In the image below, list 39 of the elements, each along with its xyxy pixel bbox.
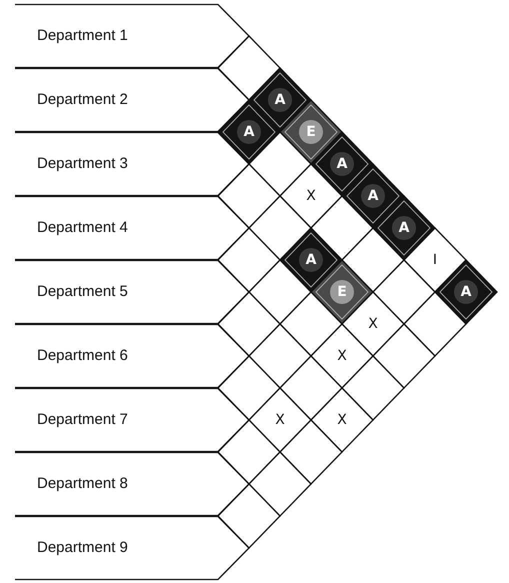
department-name: Department 4	[37, 219, 128, 237]
department-name: Department 1	[37, 27, 128, 45]
relationship-code: X	[368, 317, 378, 331]
relationship-code: X	[337, 349, 347, 363]
department-name: Department 8	[37, 475, 128, 493]
department-name: Department 9	[37, 539, 128, 557]
relationship-code: A	[244, 125, 254, 139]
department-name: Department 6	[37, 347, 128, 365]
relationship-code: X	[337, 413, 347, 427]
relationship-cell	[218, 228, 280, 292]
relationship-code: E	[337, 285, 347, 299]
relationship-cell	[311, 388, 373, 452]
relationship-code: A	[336, 157, 348, 171]
department-label-box	[15, 324, 249, 388]
department-name: Department 3	[37, 155, 128, 173]
relationship-cell	[218, 164, 280, 228]
relationship-cell	[249, 388, 311, 452]
relationship-code: I	[432, 253, 438, 267]
relationship-code: A	[398, 221, 410, 235]
relationship-code: A	[368, 189, 378, 203]
department-name: Department 5	[37, 283, 128, 301]
department-name: Department 7	[37, 411, 128, 429]
department-label-box	[15, 260, 249, 324]
relationship-code: A	[460, 285, 472, 299]
department-label-box	[15, 196, 249, 260]
relationship-code: X	[275, 413, 285, 427]
department-label-box	[15, 516, 249, 580]
department-label-box	[15, 388, 249, 452]
relationship-code: E	[306, 125, 316, 139]
department-name: Department 2	[37, 91, 128, 109]
relationship-cell	[249, 452, 311, 516]
department-label-box	[15, 4, 249, 68]
relationship-cell	[218, 292, 280, 356]
department-label-box	[15, 452, 249, 516]
relationship-code: A	[274, 93, 286, 107]
relationship-code: A	[306, 253, 316, 267]
relationship-cell	[249, 324, 311, 388]
relationship-code: X	[306, 189, 316, 203]
relationship-cell	[218, 484, 280, 548]
